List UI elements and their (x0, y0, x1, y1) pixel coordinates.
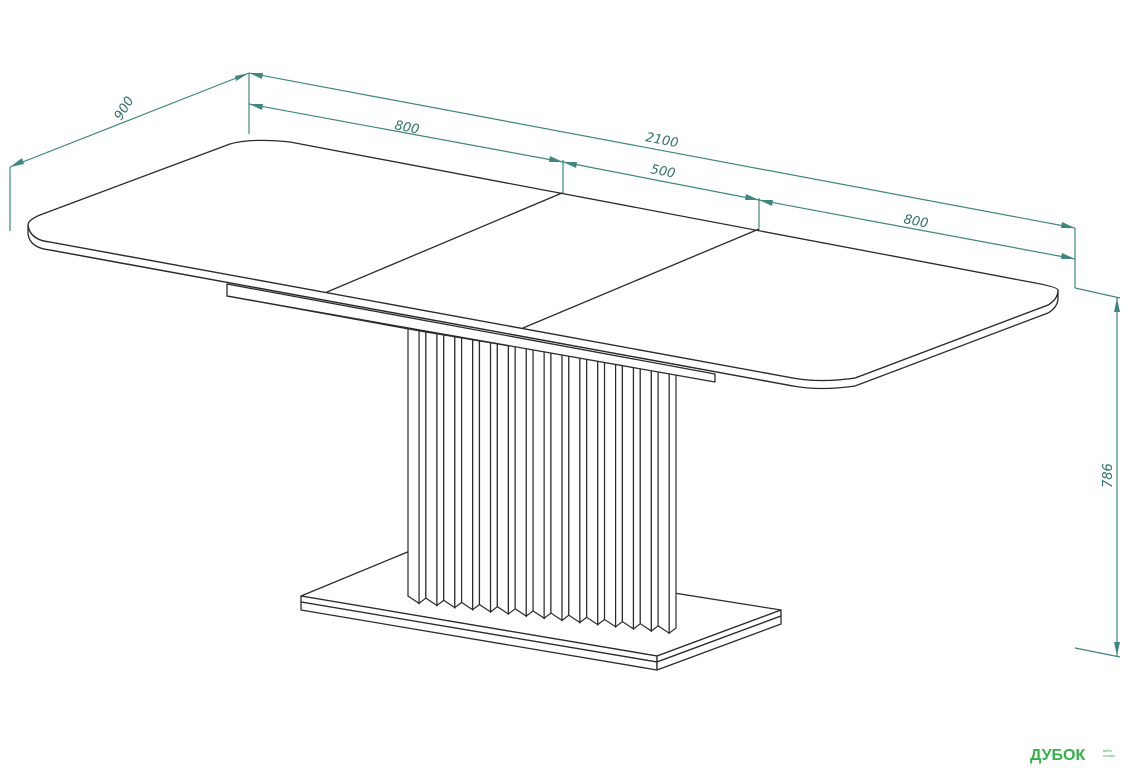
dimension-labels: 900 2100 800 500 800 786 (112, 94, 1116, 488)
pedestal-column (407, 324, 677, 635)
label-total-length: 2100 (644, 130, 679, 151)
pedestal-slat (425, 327, 438, 607)
pedestal-slat (550, 348, 563, 622)
brand-name: ДУБОК (1030, 747, 1085, 764)
pedestal-slat (603, 357, 617, 628)
pedestal-slat-side (615, 359, 624, 629)
dim-total-line (248, 72, 1076, 229)
pedestal-slat-side (489, 338, 498, 614)
dimension-lines (9, 72, 1121, 658)
pedestal-slat-side (507, 341, 516, 616)
pedestal-slat (586, 354, 599, 626)
pedestal-slat-side (597, 356, 606, 626)
pedestal-slat (568, 351, 581, 624)
pedestal-slat-side (561, 350, 570, 622)
dim-depth-line (9, 72, 250, 168)
pedestal-slat-side (668, 368, 677, 635)
label-height: 786 (1101, 463, 1116, 488)
label-leaf-right: 800 (902, 212, 929, 231)
label-insert: 500 (649, 162, 676, 181)
brand-tagline-2: онлайн (1103, 754, 1115, 758)
dim-leaf-right-line (758, 199, 1076, 260)
dim-insert-line (562, 161, 760, 201)
pedestal-slat-side (579, 353, 588, 624)
dim-leaf-left-line (248, 103, 564, 163)
pedestal-slat (407, 324, 420, 605)
pedestal-slat (639, 363, 652, 633)
label-leaf-left: 800 (393, 118, 420, 137)
under-rail (226, 283, 716, 383)
table-top (27, 139, 1059, 390)
pedestal-slat (532, 345, 545, 620)
pedestal-slat (496, 339, 510, 616)
pedestal-slat (514, 342, 527, 618)
pedestal-slat-side (543, 347, 552, 620)
brand-watermark: ДУБОК меблі онлайн (1030, 747, 1115, 764)
pedestal-slat-side (632, 362, 641, 631)
pedestal-slat-side (525, 344, 534, 618)
pedestal-slat-side (454, 332, 463, 609)
pedestal-slat-side (436, 329, 445, 607)
pedestal-slat-side (418, 326, 427, 605)
pedestal-slat (443, 330, 456, 609)
pedestal-slat (657, 366, 670, 635)
pedestal-slat-side (650, 365, 659, 633)
pedestal-slat (478, 336, 492, 613)
pedestal-slat-side (472, 335, 481, 611)
pedestal-slat (461, 333, 474, 611)
brand-tagline-1: меблі (1103, 749, 1112, 753)
pedestal-slat (621, 360, 635, 631)
